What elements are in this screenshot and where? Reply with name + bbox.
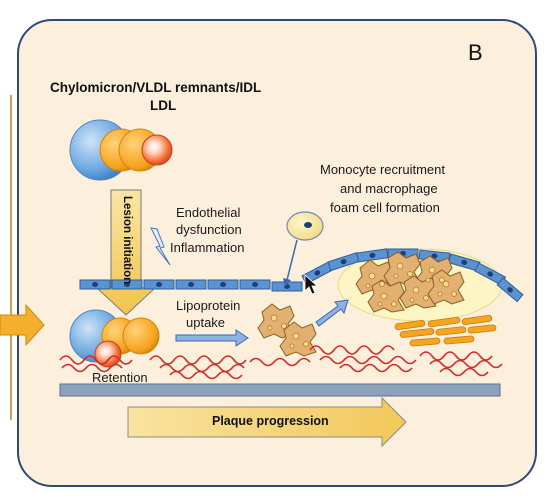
uptake-arrow [175,329,249,347]
lipoproteins-label-line2: LDL [150,98,177,113]
monocyte-label-line3: foam cell formation [330,200,440,215]
monocyte-arrow [283,239,298,287]
uptake-label-line2: uptake [186,315,226,330]
monocyte-label-line1: Monocyte recruitment [320,162,445,177]
endothelial-label-line1: Endothelial [176,205,241,220]
mouse-cursor-icon [304,274,319,295]
foam-cells-cluster [355,251,465,313]
macrophages-intima [257,303,317,357]
lipoprotein-cluster-retained [69,309,160,368]
lipoprotein-cluster-top [69,119,173,181]
lipid-streaks [394,314,497,347]
lipoproteins-label-line1: Chylomicron/VLDL remnants/IDL [50,80,262,95]
panel-letter: B [468,40,483,65]
uptake-label-line1: Lipoprotein [176,298,241,313]
lesion-initiation-label: Lesion initiation [121,196,133,285]
basement-membrane [59,383,501,397]
monocyte [286,211,324,241]
endothelial-label-line3: Inflammation [170,240,245,255]
left-edge [0,0,10,497]
incoming-arrow [0,303,45,347]
monocyte-label-line2: and macrophage [340,181,438,196]
retention-label: Retention [92,370,148,385]
plaque-progression-arrow [127,396,407,448]
plaque-progression-label: Plaque progression [212,414,329,428]
endothelium-flat [79,279,303,292]
macrophage-to-plaque-arrow [315,299,349,327]
endothelial-label-line2: dysfunction [176,222,242,237]
endothelium-raised [301,248,524,303]
collagen-fibers [59,345,503,380]
lightning-bolt-icon [150,227,171,266]
